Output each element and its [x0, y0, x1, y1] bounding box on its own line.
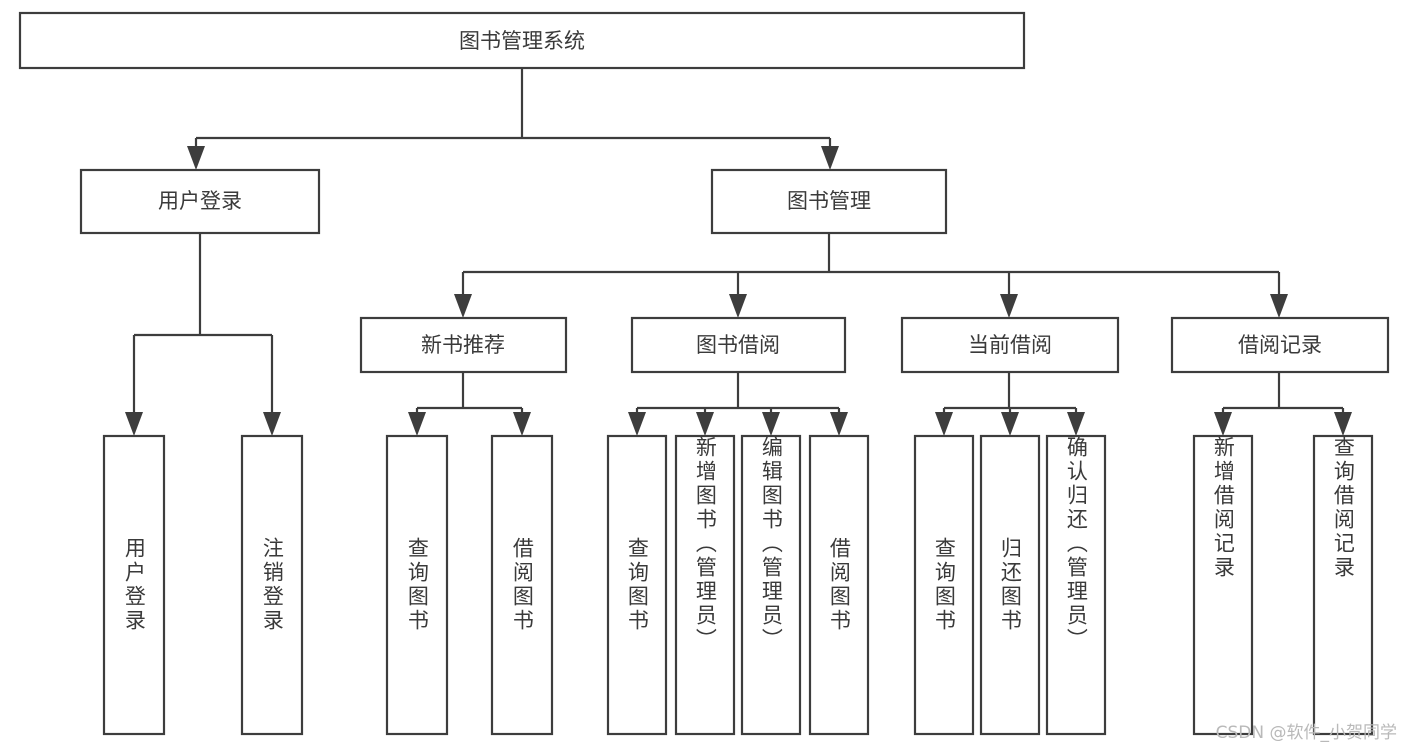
leaf-box	[1192, 434, 1254, 736]
node-current-borrow[interactable]: 当前借阅	[900, 316, 1120, 374]
arrowhead-bookborrow-leaf-4	[830, 412, 848, 436]
arrowhead-user-login	[187, 146, 205, 170]
leaf-box	[979, 434, 1041, 736]
arrowhead-current-borrow	[1000, 294, 1018, 318]
leaf-label: 确认归还（管理员）	[1064, 436, 1089, 652]
book-management-box	[710, 168, 948, 235]
arrowhead-currentborrow-leaf-3	[1067, 412, 1085, 436]
arrowhead-book-mgmt	[821, 146, 839, 170]
leaf-current-borrow-1[interactable]: 查询图书	[913, 434, 975, 736]
node-borrow-records[interactable]: 借阅记录	[1170, 316, 1390, 374]
borrow-records-box	[1170, 316, 1390, 374]
leaf-box	[674, 434, 736, 736]
current-borrow-box	[900, 316, 1120, 374]
arrowhead-book-borrow	[729, 294, 747, 318]
leaf-new-book-2[interactable]: 借阅图书	[490, 434, 554, 736]
leaf-current-borrow-2[interactable]: 归还图书	[979, 434, 1041, 736]
leaf-box	[808, 434, 870, 736]
leaf-label: 查询图书	[625, 537, 650, 633]
new-book-recommend-box	[359, 316, 568, 374]
leaf-current-borrow-3[interactable]: 确认归还（管理员）	[1045, 434, 1107, 736]
leaf-borrow-records-1[interactable]: 新增借阅记录	[1192, 434, 1254, 736]
arrowhead-newbook-leaf-1	[408, 412, 426, 436]
leaf-label: 查询图书	[405, 537, 430, 633]
arrowhead-bookborrow-leaf-1	[628, 412, 646, 436]
node-root[interactable]: 图书管理系统	[18, 11, 1026, 70]
leaf-box	[490, 434, 554, 736]
leaf-user-login-1[interactable]: 用户登录	[102, 434, 166, 736]
arrowhead-newbook-leaf-2	[513, 412, 531, 436]
leaf-box	[102, 434, 166, 736]
leaf-book-borrow-1[interactable]: 查询图书	[606, 434, 668, 736]
root-label: 图书管理系统	[459, 29, 585, 53]
arrowhead-records-leaf-2	[1334, 412, 1352, 436]
leaf-book-borrow-3[interactable]: 编辑图书（管理员）	[740, 434, 802, 736]
book-borrow-box	[630, 316, 847, 374]
arrowhead-currentborrow-leaf-2	[1001, 412, 1019, 436]
leaf-box	[385, 434, 449, 736]
book-borrow-label: 图书借阅	[696, 333, 780, 357]
leaf-label: 新增图书（管理员）	[693, 436, 718, 652]
leaf-book-borrow-2[interactable]: 新增图书（管理员）	[674, 434, 736, 736]
leaf-label: 借阅图书	[827, 537, 852, 633]
leaf-borrow-records-2[interactable]: 查询借阅记录	[1312, 434, 1374, 736]
leaf-box	[606, 434, 668, 736]
root-box	[18, 11, 1026, 70]
leaf-book-borrow-4[interactable]: 借阅图书	[808, 434, 870, 736]
leaf-label: 新增借阅记录	[1211, 436, 1236, 580]
edges-layer	[125, 68, 1352, 436]
node-book-borrow[interactable]: 图书借阅	[630, 316, 847, 374]
arrowhead-bookborrow-leaf-3	[762, 412, 780, 436]
leaf-label: 查询借阅记录	[1331, 436, 1356, 580]
current-borrow-label: 当前借阅	[968, 333, 1052, 357]
user-login-box	[79, 168, 321, 235]
node-new-book-recommend[interactable]: 新书推荐	[359, 316, 568, 374]
leaf-box	[1045, 434, 1107, 736]
leaf-label: 归还图书	[998, 537, 1023, 633]
leaf-label: 注销登录	[260, 537, 285, 633]
arrowhead-bookborrow-leaf-2	[696, 412, 714, 436]
new-book-recommend-label: 新书推荐	[421, 333, 505, 357]
node-book-management[interactable]: 图书管理	[710, 168, 948, 235]
leaf-box	[913, 434, 975, 736]
node-user-login[interactable]: 用户登录	[79, 168, 321, 235]
leaf-label: 借阅图书	[510, 537, 535, 633]
leaf-label: 查询图书	[932, 537, 957, 633]
arrowhead-user-leaf-1	[125, 412, 143, 436]
user-login-label: 用户登录	[158, 189, 242, 213]
leaf-box	[240, 434, 304, 736]
leaf-label: 编辑图书（管理员）	[759, 436, 784, 652]
leaf-user-login-2[interactable]: 注销登录	[240, 434, 304, 736]
leaf-box	[740, 434, 802, 736]
arrowhead-new-book	[454, 294, 472, 318]
borrow-records-label: 借阅记录	[1238, 333, 1322, 357]
leaf-box	[1312, 434, 1374, 736]
arrowhead-borrow-records	[1270, 294, 1288, 318]
arrowhead-user-leaf-2	[263, 412, 281, 436]
leaf-new-book-1[interactable]: 查询图书	[385, 434, 449, 736]
arrowhead-currentborrow-leaf-1	[935, 412, 953, 436]
book-management-label: 图书管理	[787, 189, 871, 213]
arrowhead-records-leaf-1	[1214, 412, 1232, 436]
leaf-label: 用户登录	[122, 537, 147, 633]
